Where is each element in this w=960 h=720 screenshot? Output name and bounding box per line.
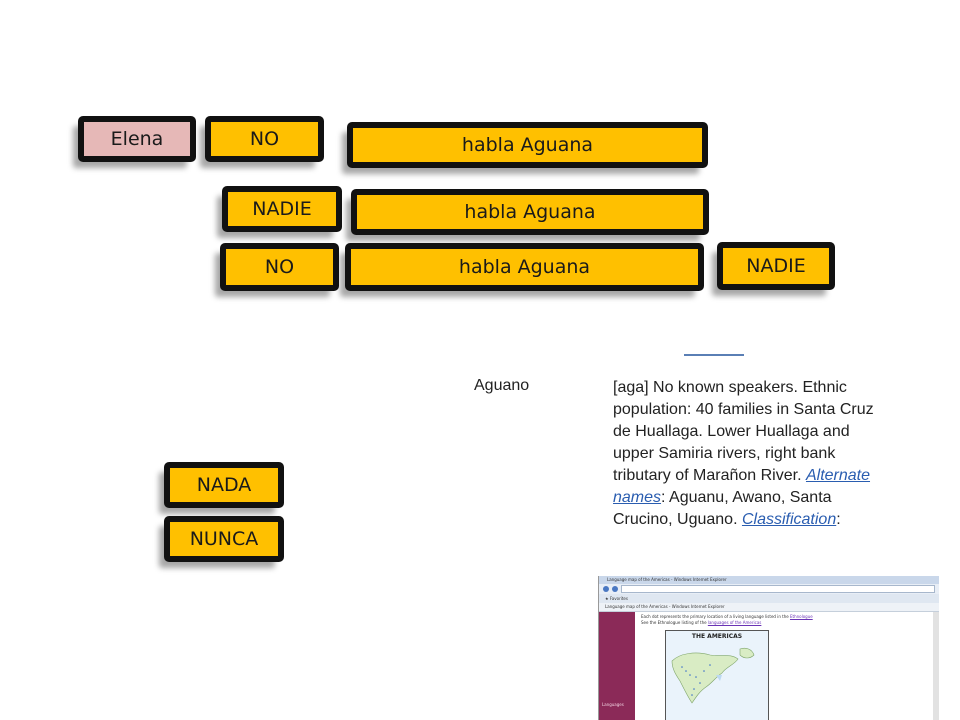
star-icon[interactable]: ★ xyxy=(605,596,609,601)
subject-label: NADIE xyxy=(252,198,312,220)
browser-page: Languages Each dot represents the primar… xyxy=(599,612,939,720)
negation-label: NO xyxy=(249,128,280,150)
verb-box-habla-aguana: habla Aguana xyxy=(351,189,709,235)
sidebar-label: Languages xyxy=(602,702,624,707)
intro-text: Each dot represents the primary location… xyxy=(641,614,790,619)
page-sidebar: Languages xyxy=(599,612,635,720)
language-name: Aguano xyxy=(474,377,530,394)
verb-label: habla Aguana xyxy=(461,134,594,156)
verb-label: habla Aguana xyxy=(464,201,596,223)
verb-box-habla-aguana: habla Aguana xyxy=(345,243,704,291)
ethnologue-link[interactable]: Ethnologue xyxy=(789,614,813,619)
scrollbar[interactable] xyxy=(933,612,939,720)
object-box-nadie: NADIE xyxy=(717,242,835,290)
word-box-nada: NADA xyxy=(164,462,284,508)
verb-label: habla Aguana xyxy=(458,256,591,278)
ethnologue-excerpt: Aguano [aga] No known speakers. Ethnic p… xyxy=(470,350,890,548)
subject-box-nadie: NADIE xyxy=(222,186,342,232)
browser-title-bar: Language map of the Americas - Windows I… xyxy=(599,576,939,584)
negation-box-no: NO xyxy=(220,243,339,291)
negation-box-no: NO xyxy=(205,116,324,162)
verb-box-habla-aguana: habla Aguana xyxy=(347,122,708,168)
window-title: Language map of the Americas - Windows I… xyxy=(607,577,727,582)
tab-title[interactable]: Language map of the Americas - Windows I… xyxy=(605,604,725,609)
description-text: : Aguanu, Awano, Santa Crucino, Uguano. xyxy=(613,489,832,528)
americas-map[interactable]: THE AMERICAS xyxy=(665,630,769,720)
subject-label: Elena xyxy=(110,128,164,150)
word-box-nunca: NUNCA xyxy=(164,516,284,562)
back-icon[interactable] xyxy=(603,586,609,592)
intro-text: See the Ethnologue listing of the xyxy=(641,620,708,625)
map-landmass xyxy=(671,647,755,704)
languages-link[interactable]: languages of the Americas xyxy=(707,620,762,625)
page-intro: Each dot represents the primary location… xyxy=(641,614,813,626)
classification-link[interactable]: Classification xyxy=(741,511,837,528)
favorites-label[interactable]: Favorites xyxy=(609,596,628,601)
browser-tab-row: Language map of the Americas - Windows I… xyxy=(599,603,939,612)
object-label: NADIE xyxy=(746,255,806,277)
favorites-bar: ★ Favorites xyxy=(599,594,939,603)
link-underline-fragment xyxy=(684,354,744,356)
word-label: NUNCA xyxy=(189,528,259,550)
word-label: NADA xyxy=(196,474,252,496)
address-bar[interactable] xyxy=(621,585,935,593)
browser-screenshot: Language map of the Americas - Windows I… xyxy=(598,576,939,720)
intro-line: See the Ethnologue listing of the langua… xyxy=(641,620,813,626)
negation-label: NO xyxy=(264,256,295,278)
description-text: : xyxy=(836,511,841,528)
language-description: [aga] No known speakers. Ethnic populati… xyxy=(613,377,883,531)
forward-icon[interactable] xyxy=(612,586,618,592)
description-text: [aga] No known speakers. Ethnic populati… xyxy=(613,379,874,484)
intro-line: Each dot represents the primary location… xyxy=(641,614,813,620)
map-title: THE AMERICAS xyxy=(691,633,743,640)
subject-box-elena: Elena xyxy=(78,116,196,162)
alternate-names-link[interactable]: Alternate names xyxy=(613,467,871,506)
browser-address-row xyxy=(599,584,939,594)
